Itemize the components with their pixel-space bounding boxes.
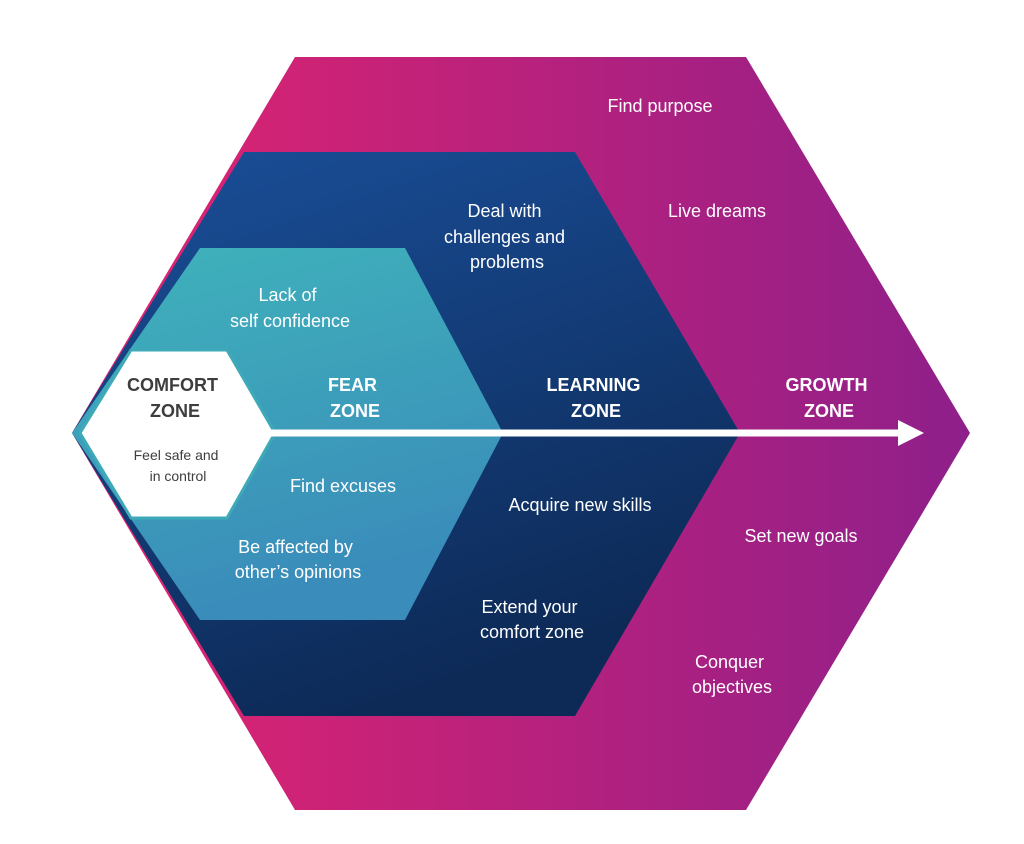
comfort-zone-shape	[78, 348, 277, 520]
growth-item-find-purpose: Find purpose	[607, 96, 712, 116]
comfort-zone-title: COMFORT ZONE	[127, 375, 223, 421]
learning-item-extend-comfort: Extend your comfort zone	[480, 597, 584, 642]
fear-zone-title: FEAR ZONE	[328, 375, 382, 421]
comfort-zone-description: Feel safe and in control	[134, 447, 223, 484]
progress-arrow-head	[898, 420, 924, 446]
fear-item-lack-confidence: Lack of self confidence	[230, 285, 350, 331]
growth-item-conquer-objectives: Conquer objectives	[692, 652, 772, 697]
growth-item-live-dreams: Live dreams	[668, 201, 766, 221]
fear-item-affected-opinions: Be affected by other’s opinions	[235, 537, 361, 582]
fear-item-find-excuses: Find excuses	[290, 476, 396, 496]
growth-item-set-goals: Set new goals	[744, 526, 857, 546]
learning-item-challenges: Deal with challenges and problems	[444, 201, 570, 272]
growth-zone-title: GROWTH ZONE	[786, 375, 873, 421]
learning-zone-title: LEARNING ZONE	[546, 375, 645, 421]
learning-item-new-skills: Acquire new skills	[508, 495, 651, 515]
